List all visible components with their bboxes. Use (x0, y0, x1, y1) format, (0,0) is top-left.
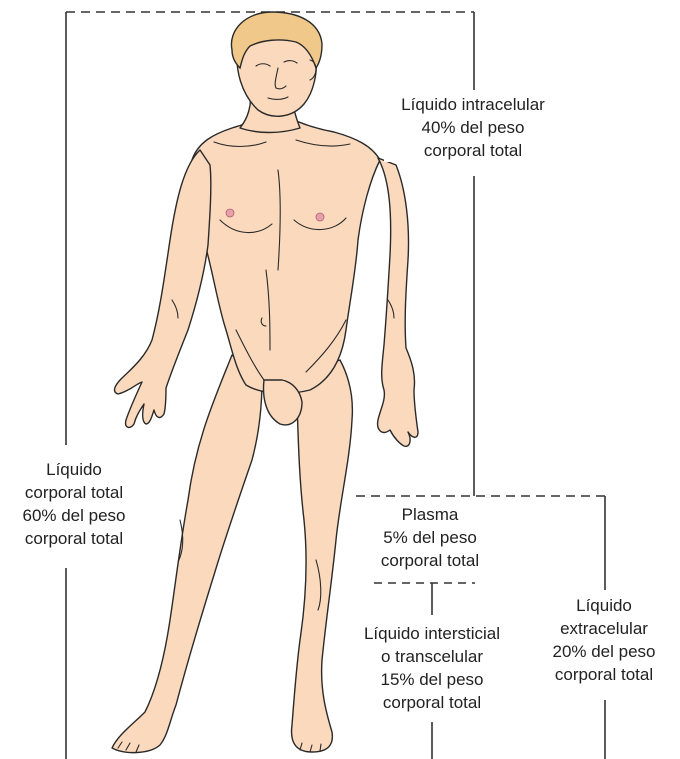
label-intersticial: Líquido intersticial o transcelular 15% … (342, 622, 522, 714)
label-intersticial-line2: o transcelular (342, 645, 522, 668)
label-extracelular-line4: corporal total (530, 663, 678, 686)
label-extracelular-line1: Líquido (530, 594, 678, 617)
label-extracelular-line3: 20% del peso (530, 640, 678, 663)
label-corporal-line2: corporal total (4, 481, 144, 504)
label-extracelular-line2: extracelular (530, 617, 678, 640)
label-plasma-line2: 5% del peso (360, 526, 500, 549)
label-corporal-line1: Líquido (4, 458, 144, 481)
label-corporal-line4: corporal total (4, 527, 144, 550)
label-intracelular-line3: corporal total (384, 139, 562, 162)
nipple-left (226, 209, 234, 217)
left-arm (115, 150, 211, 427)
label-intersticial-line1: Líquido intersticial (342, 622, 522, 645)
label-intersticial-line4: corporal total (342, 691, 522, 714)
right-arm (378, 158, 418, 446)
label-plasma-line1: Plasma (360, 503, 500, 526)
label-intracelular: Líquido intracelular 40% del peso corpor… (384, 93, 562, 162)
label-plasma: Plasma 5% del peso corporal total (360, 503, 500, 572)
label-corporal-line3: 60% del peso (4, 504, 144, 527)
nipple-right (316, 213, 324, 221)
torso (191, 112, 380, 393)
label-corporal-total: Líquido corporal total 60% del peso corp… (4, 458, 144, 550)
label-intracelular-line1: Líquido intracelular (384, 93, 562, 116)
label-plasma-line3: corporal total (360, 549, 500, 572)
label-extracelular: Líquido extracelular 20% del peso corpor… (530, 594, 678, 686)
label-intracelular-line2: 40% del peso (384, 116, 562, 139)
label-intersticial-line3: 15% del peso (342, 668, 522, 691)
